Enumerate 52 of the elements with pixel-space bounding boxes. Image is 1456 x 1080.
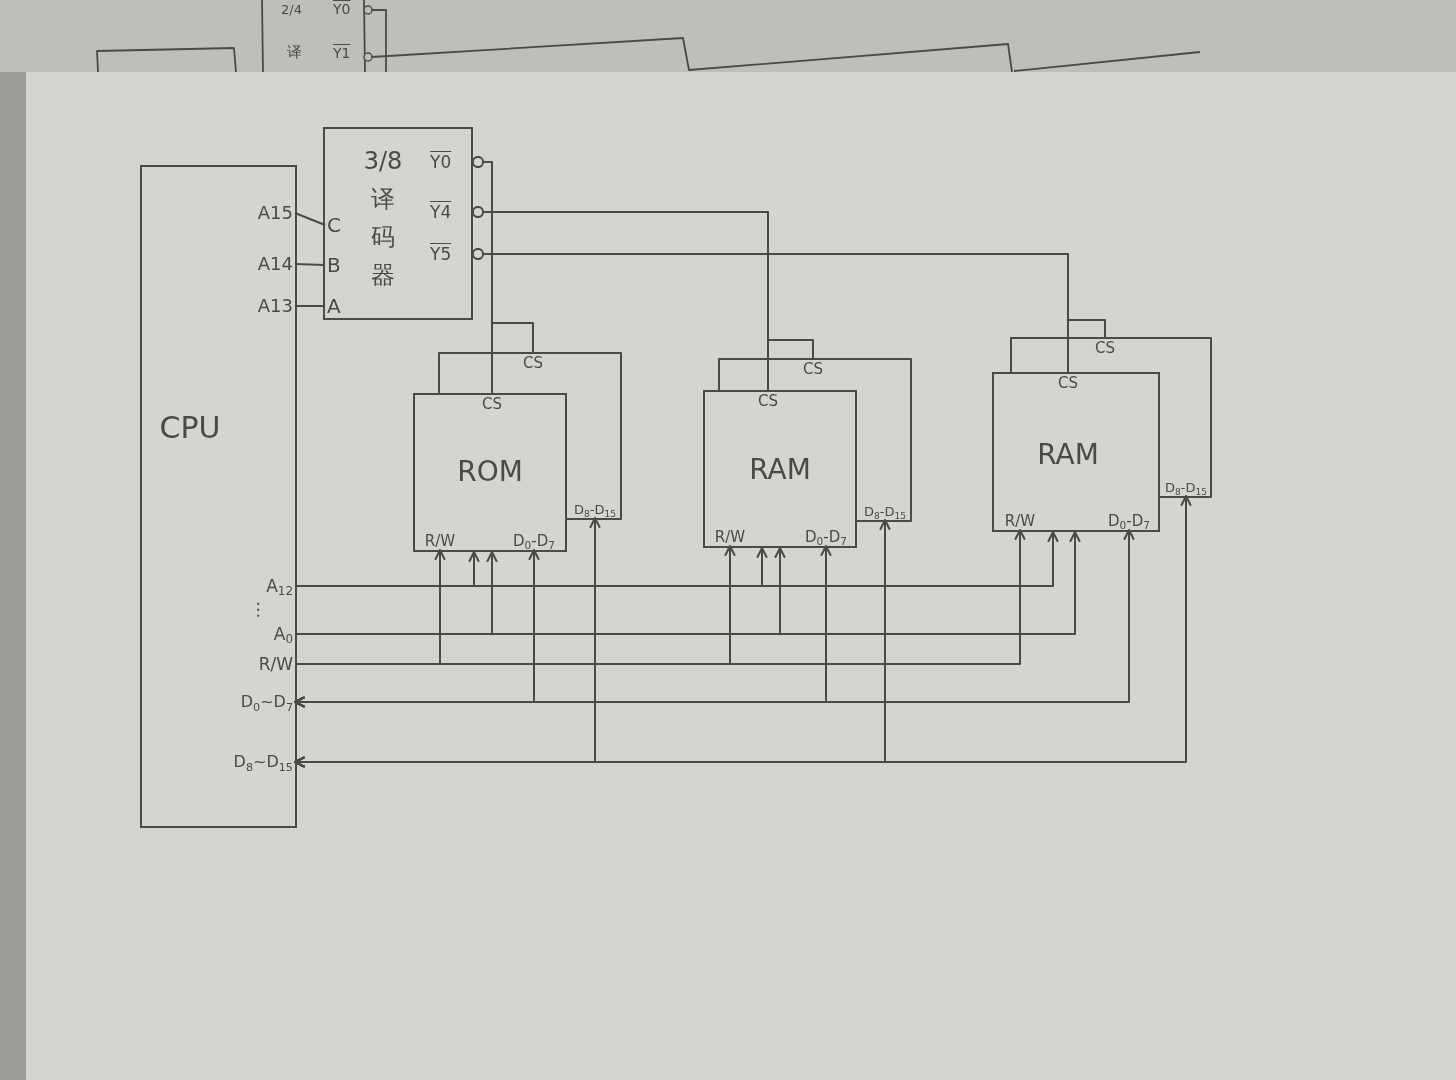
arrow <box>294 529 1135 708</box>
memory-chip-box <box>703 390 857 548</box>
pin-label: D$_{0}$~D$_{7}$ <box>238 692 295 712</box>
pin-label: Y0 <box>430 151 452 174</box>
pin-label: D$_{8}$-D$_{15}$ <box>1162 480 1210 496</box>
pin-label: Y1 <box>333 45 351 62</box>
wire <box>294 305 326 307</box>
chip-label: 2/4 <box>281 3 302 18</box>
pin-label: D$_{0}$-D$_{7}$ <box>1106 512 1152 530</box>
pin-label: A15 <box>255 202 295 224</box>
pin-label: Y0 <box>333 1 351 18</box>
chip-label: 译 <box>287 44 302 62</box>
chip-label: ROM <box>457 455 523 489</box>
decoder-box <box>323 127 473 320</box>
chip-label: RAM <box>749 453 811 487</box>
pin-label: CS <box>756 392 780 410</box>
memory-chip-box <box>413 393 567 552</box>
pin-label: CS <box>801 360 825 378</box>
pin-label: D$_{0}$-D$_{7}$ <box>803 528 849 546</box>
pin-label: R/W <box>1002 512 1038 530</box>
pin-label: R/W <box>422 532 458 550</box>
pin-label: A13 <box>255 295 295 317</box>
pin-label: CS <box>1093 339 1117 357</box>
pin-label: CS <box>1056 374 1080 392</box>
chip-label: RAM <box>1037 438 1099 472</box>
pin-label: R/W <box>256 653 295 675</box>
cpu-box <box>140 165 297 828</box>
pin-label: D$_{8}$-D$_{15}$ <box>571 502 619 518</box>
pin-label: Y4 <box>430 201 452 224</box>
wire <box>470 248 1106 340</box>
pin-label: D$_{8}$-D$_{15}$ <box>861 504 909 520</box>
pin-label: D$_{8}$~D$_{15}$ <box>231 752 295 772</box>
pin-label: A14 <box>255 253 295 275</box>
wire <box>294 212 326 226</box>
pin-label: D$_{0}$-D$_{7}$ <box>511 532 557 550</box>
wire <box>294 263 326 266</box>
arrow <box>294 495 1192 768</box>
pin-label: A$_{0}$ <box>271 623 295 645</box>
chip-label: CPU <box>159 410 221 446</box>
memory-chip-box <box>992 372 1160 532</box>
pin-label: C <box>325 213 343 237</box>
wire <box>470 156 534 355</box>
pin-label: CS <box>480 395 504 413</box>
pin-label: Y5 <box>430 243 452 266</box>
decoder-label: 3/8译码器 <box>362 146 404 291</box>
pin-label: CS <box>521 354 545 372</box>
pin-label: R/W <box>712 528 748 546</box>
pin-label: A$_{12}$ <box>264 575 295 597</box>
pin-label: A <box>325 294 343 318</box>
wire <box>470 206 814 361</box>
ellipsis: ⋮ <box>249 600 267 620</box>
pin-label: B <box>325 253 343 277</box>
